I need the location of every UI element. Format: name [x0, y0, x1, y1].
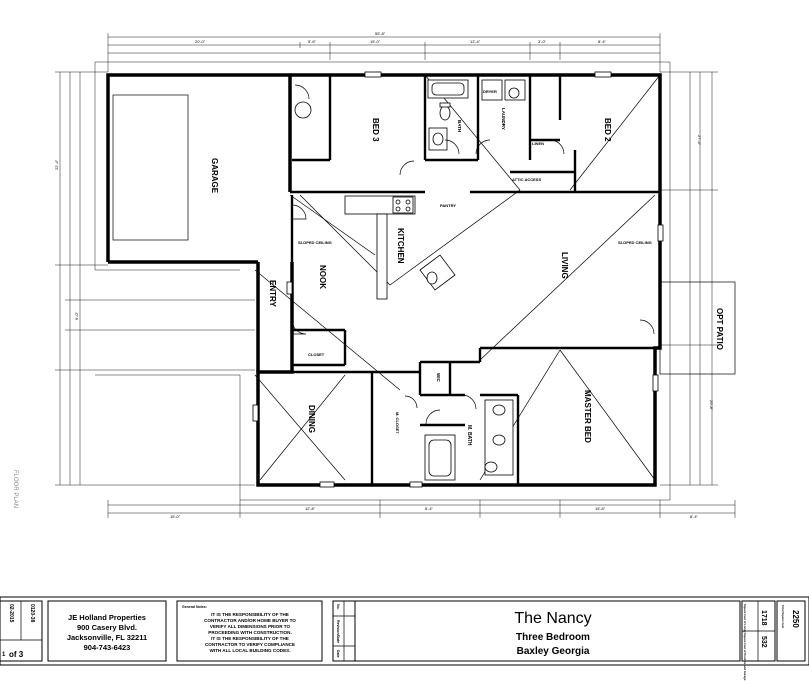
notes-line5: IT IS THE RESPONSIBILITY OF THE: [211, 636, 289, 641]
dim-right-b: 25'-8": [709, 400, 714, 411]
room-bed3: BED 3: [371, 118, 380, 142]
dimension-lines: [55, 33, 736, 518]
dim-left-b: 6'-0": [74, 311, 79, 320]
room-bed2: BED 2: [603, 118, 612, 142]
dim-bottom-e: 8'-4": [690, 514, 699, 519]
room-kitchen: KITCHEN: [396, 228, 405, 264]
rev-label: Revision/Date: [336, 620, 340, 643]
dim-top-c: 15'-0": [370, 39, 381, 44]
room-opt-patio: OPT PATIO: [715, 308, 724, 350]
room-labels: GARAGE BED 3 BATH LAUNDRY LINEN ATTIC AC…: [210, 89, 724, 446]
total-area-cell: [776, 600, 806, 662]
area-porch-value: 532: [760, 636, 767, 648]
dim-left-a: 22'-4": [54, 159, 59, 170]
rev-no-label: No.: [336, 604, 340, 610]
note-sloped-ceiling-2: SLOPED CEILING: [618, 240, 652, 245]
notes-line4: PROCEEDING WITH CONSTRUCTION.: [208, 630, 291, 635]
room-dryer: DRYER: [483, 89, 497, 94]
dim-top-e: 3'-0": [538, 39, 547, 44]
room-wic: WIC: [436, 373, 441, 382]
notes-line2: CONTRACTOR AND/OR HOME BUYER TO: [204, 618, 296, 623]
margin-text: FLOOR PLAN: [12, 470, 18, 508]
room-living: LIVING: [560, 252, 569, 279]
dim-top-b: 5'-6": [308, 39, 317, 44]
room-master-bed: MASTER BED: [583, 390, 592, 443]
dim-top-d: 12'-4": [470, 39, 481, 44]
garage-door-outline: [112, 94, 189, 241]
sheet-number: 1: [2, 652, 6, 658]
note-sloped-ceiling-1: SLOPED CEILING: [298, 240, 332, 245]
room-m-closet: M. CLOSET: [395, 412, 400, 434]
dim-top-f: 8'-4": [598, 39, 607, 44]
rev-date-label: Date: [336, 650, 340, 658]
room-closet: CLOSET: [308, 352, 325, 357]
plan-location: Baxley Georgia: [517, 646, 590, 657]
opt-patio-outline: [659, 281, 736, 375]
area-living-value: 1718: [760, 610, 767, 626]
notes-line3: VERIFY ALL DIMENSIONS PRIOR TO: [210, 624, 291, 629]
room-laundry: LAUNDRY: [501, 108, 506, 130]
dim-top-a: 20'-0": [195, 39, 206, 44]
notes-heading: General Notes:: [182, 605, 207, 609]
area-total-label: Total Square Feet: [781, 605, 785, 628]
sheet-of: of 3: [9, 650, 24, 659]
title-block: 02-2015 0120-38 1 of 3 JE Holland Proper…: [0, 596, 809, 681]
plan-title-cell: [354, 600, 741, 662]
room-attic-access: ATTIC ACCESS: [512, 177, 541, 182]
fixtures: [252, 71, 664, 488]
notes-line1: IT IS THE RESPONSIBILITY OF THE: [211, 612, 289, 617]
dim-overall-top: 55'-8": [375, 31, 386, 36]
plan-title: The Nancy: [514, 610, 591, 627]
company-address1: 900 Casery Blvd.: [77, 623, 137, 632]
company-phone: 904-743-6423: [84, 643, 131, 652]
company-name: JE Holland Properties: [68, 613, 146, 622]
company-cell: [47, 600, 167, 662]
dim-right-a: 27'-4": [697, 135, 702, 146]
dim-bottom-b: 12'-8": [305, 506, 316, 511]
door-swings: [291, 84, 655, 425]
area-porch-label: Square Feet of Porches and Garage: [743, 633, 747, 681]
room-dining: DINING: [307, 405, 316, 433]
room-nook: NOOK: [318, 265, 327, 289]
sheet-date: 02-2015: [8, 604, 14, 623]
room-pantry: PANTRY: [440, 203, 456, 208]
walls: [106, 73, 662, 487]
dimension-labels: 55'-8" 20'-0" 5'-6" 15'-0" 12'-4" 3'-0" …: [54, 31, 714, 519]
project-number: 0120-38: [29, 604, 35, 623]
notes-line6: CONTRACTOR TO VERIFY COMPLIANCE: [205, 642, 295, 647]
notes-line7: WITH ALL LOCAL BUILDING CODES.: [209, 648, 290, 653]
room-entry: ENTRY: [268, 280, 277, 307]
area-living-label: Square Feet of Living: [743, 604, 747, 633]
area-total-value: 2250: [791, 610, 800, 628]
dim-bottom-d: 15'-8": [595, 506, 606, 511]
dim-bottom-c: 8'-4": [425, 506, 434, 511]
notes-cell: [176, 600, 323, 662]
room-garage: GARAGE: [210, 158, 219, 194]
company-address2: Jacksonville, FL 32211: [67, 633, 147, 642]
room-bath: BATH: [457, 120, 462, 132]
dim-bottom-a: 15'-0": [170, 514, 181, 519]
plan-subtitle: Three Bedroom: [516, 632, 590, 643]
room-linen: LINEN: [532, 141, 544, 146]
room-master-bath: M. BATH: [466, 425, 472, 446]
